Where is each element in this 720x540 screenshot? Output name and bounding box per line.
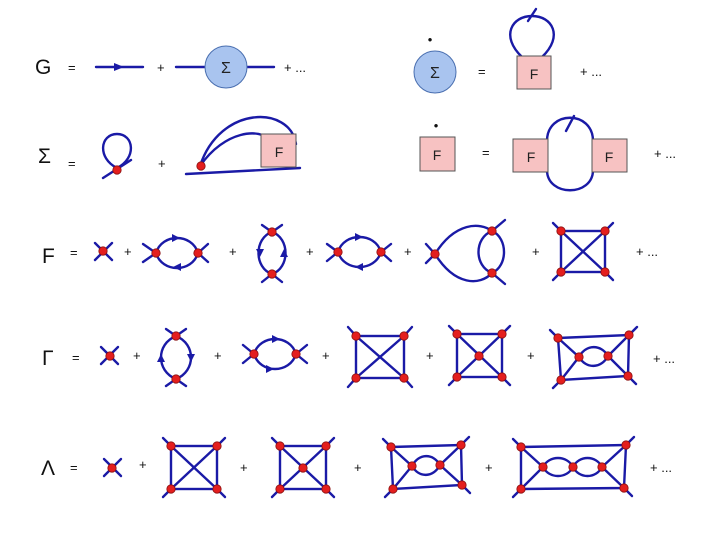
- f-box: [591, 138, 628, 173]
- f-box-label: F: [530, 66, 539, 82]
- plus-sign: +: [306, 244, 314, 259]
- sunset-f-diagram: F: [184, 115, 302, 176]
- plus-sign: +: [404, 244, 412, 259]
- plus-sign: +: [532, 244, 540, 259]
- box-with-center-vertex: [270, 436, 336, 499]
- f-box: [260, 133, 297, 168]
- ellipsis: + ...: [580, 64, 602, 79]
- plus-sign: +: [214, 348, 222, 363]
- horizontal-bubble-2: [325, 233, 393, 271]
- vertical-bubble: [157, 327, 195, 388]
- plus-sign: +: [157, 60, 165, 75]
- box-with-inner-bubble: [548, 325, 639, 390]
- box-with-diagonals: [551, 221, 615, 282]
- dot-marker: •: [434, 118, 439, 133]
- equals-sign: =: [482, 145, 490, 160]
- sigma-blob: [204, 45, 248, 89]
- plus-sign: +: [158, 156, 166, 171]
- equals-sign: =: [68, 156, 76, 171]
- ellipsis: + ...: [654, 146, 676, 161]
- sigma-blob-label: Σ: [430, 65, 440, 82]
- plus-sign: +: [354, 460, 362, 475]
- fish-diagram: [424, 218, 507, 286]
- row-f: F = + +: [42, 218, 658, 286]
- bare-vertex: [93, 241, 114, 262]
- two-f-bubble-diagram: F F: [512, 114, 628, 192]
- dot-marker: •: [428, 32, 433, 47]
- ellipsis: + ...: [650, 460, 672, 475]
- ellipsis: + ...: [284, 60, 306, 75]
- f-box-label: F: [433, 147, 442, 163]
- plus-sign: +: [485, 460, 493, 475]
- lhs-symbol: F: [42, 245, 55, 268]
- equals-sign: =: [72, 350, 80, 365]
- horizontal-bubble: [241, 335, 309, 373]
- tadpole-f-diagram: F: [509, 7, 555, 90]
- bare-propagator: [94, 63, 145, 71]
- bare-vertex: [102, 457, 123, 478]
- tadpole-diagram: [101, 132, 133, 180]
- f-box: [419, 136, 456, 172]
- equation-f-dot: • F = F F + ...: [419, 114, 676, 192]
- equals-sign: =: [478, 64, 486, 79]
- lhs-symbol: G: [35, 56, 51, 79]
- equals-sign: =: [68, 60, 76, 75]
- row-gamma: Γ = + +: [42, 324, 675, 390]
- row-g: G = + Σ + ...: [35, 45, 306, 89]
- plus-sign: +: [124, 244, 132, 259]
- lhs-symbol: Λ: [41, 457, 55, 480]
- dressed-propagator: Σ: [174, 45, 276, 89]
- equals-sign: =: [70, 245, 78, 260]
- sigma-blob-label: Σ: [221, 60, 231, 77]
- bare-vertex: [99, 345, 120, 366]
- plus-sign: +: [527, 348, 535, 363]
- vertical-bubble-1: [256, 223, 288, 284]
- lhs-symbol: Σ: [38, 145, 51, 168]
- lhs-symbol: Γ: [42, 347, 54, 370]
- plus-sign: +: [133, 348, 141, 363]
- horizontal-bubble-1: [141, 234, 210, 271]
- ellipsis: + ...: [653, 351, 675, 366]
- plus-sign: +: [240, 460, 248, 475]
- equation-sigma-dot: • Σ = F + ...: [413, 7, 602, 94]
- plus-sign: +: [322, 348, 330, 363]
- box-with-center-vertex: [447, 324, 512, 387]
- box-with-inner-bubble: [381, 435, 472, 499]
- ellipsis: + ...: [636, 244, 658, 259]
- f-box-label: F: [527, 149, 536, 165]
- plus-sign: +: [139, 457, 147, 472]
- row-lambda: Λ = + +: [41, 435, 672, 499]
- f-box-label: F: [605, 149, 614, 165]
- f-box-label: F: [275, 144, 284, 160]
- plus-sign: +: [426, 348, 434, 363]
- box-with-diagonals: [346, 325, 414, 389]
- equals-sign: =: [70, 460, 78, 475]
- box-with-double-bubble: [511, 435, 636, 499]
- plus-sign: +: [229, 244, 237, 259]
- f-box: [516, 55, 552, 90]
- row-sigma: Σ = + F: [38, 115, 302, 180]
- box-with-diagonals: [161, 436, 227, 499]
- f-box: [512, 138, 549, 173]
- sigma-blob: [413, 50, 457, 94]
